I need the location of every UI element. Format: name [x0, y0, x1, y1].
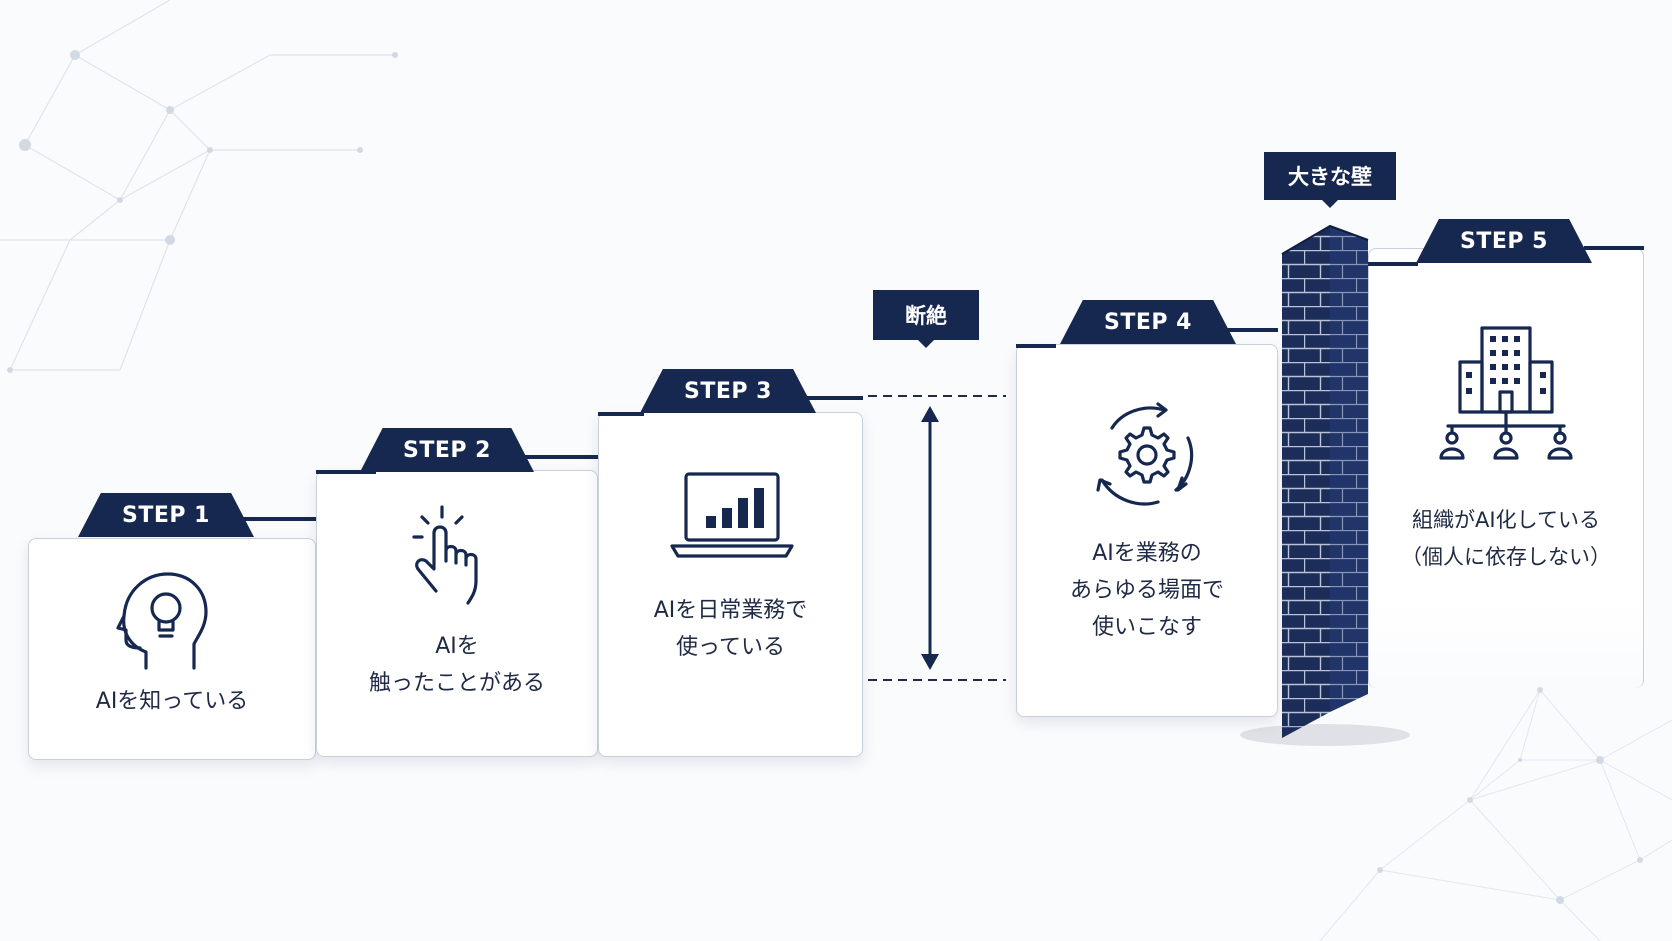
- step-3-card: [598, 412, 863, 757]
- step-5-tab: STEP 5: [1416, 219, 1592, 263]
- wall-shadow: [1240, 724, 1410, 746]
- step-3-text: AIを日常業務で 使っている: [653, 598, 808, 660]
- step-2-top-line-left: [316, 470, 376, 474]
- brick-wall: [1281, 224, 1369, 738]
- step-1-top-line: [228, 517, 316, 521]
- step-5-text: 組織がAI化している （個人に依存しない）: [1401, 508, 1611, 569]
- step-3-tab: STEP 3: [640, 369, 816, 413]
- step-4-top-line-right: [1220, 328, 1278, 332]
- building-people-icon: [1439, 326, 1573, 460]
- tap-hand-icon: [412, 505, 478, 605]
- step-4-card: [1016, 344, 1278, 717]
- wall-label: 大きな壁: [1264, 152, 1396, 208]
- step-2-card: [316, 470, 598, 757]
- step-1-text: AIを知っている: [95, 689, 249, 714]
- step-3-top-line-left: [598, 412, 644, 416]
- gap-indicator: [868, 395, 1006, 681]
- step-5-card: [1368, 248, 1644, 688]
- step-4-text: AIを業務の あらゆる場面で 使いこなす: [1069, 541, 1224, 640]
- step-1-tab: STEP 1: [78, 493, 254, 537]
- head-lightbulb-icon: [116, 572, 208, 670]
- step-4-top-line-left: [1016, 344, 1056, 348]
- step-3-top-line-right: [802, 396, 863, 400]
- gear-cycle-icon: [1096, 402, 1194, 506]
- step-4-tab: STEP 4: [1060, 300, 1236, 344]
- step-5-top-line-right: [1584, 246, 1644, 250]
- step-5-top-line-left: [1368, 262, 1418, 266]
- step-2-top-line-right: [520, 455, 598, 459]
- laptop-chart-icon: [670, 472, 794, 558]
- gap-label: 断絶: [873, 290, 979, 348]
- step-2-tab: STEP 2: [360, 428, 534, 472]
- step-2-text: AIを 触ったことがある: [368, 634, 545, 696]
